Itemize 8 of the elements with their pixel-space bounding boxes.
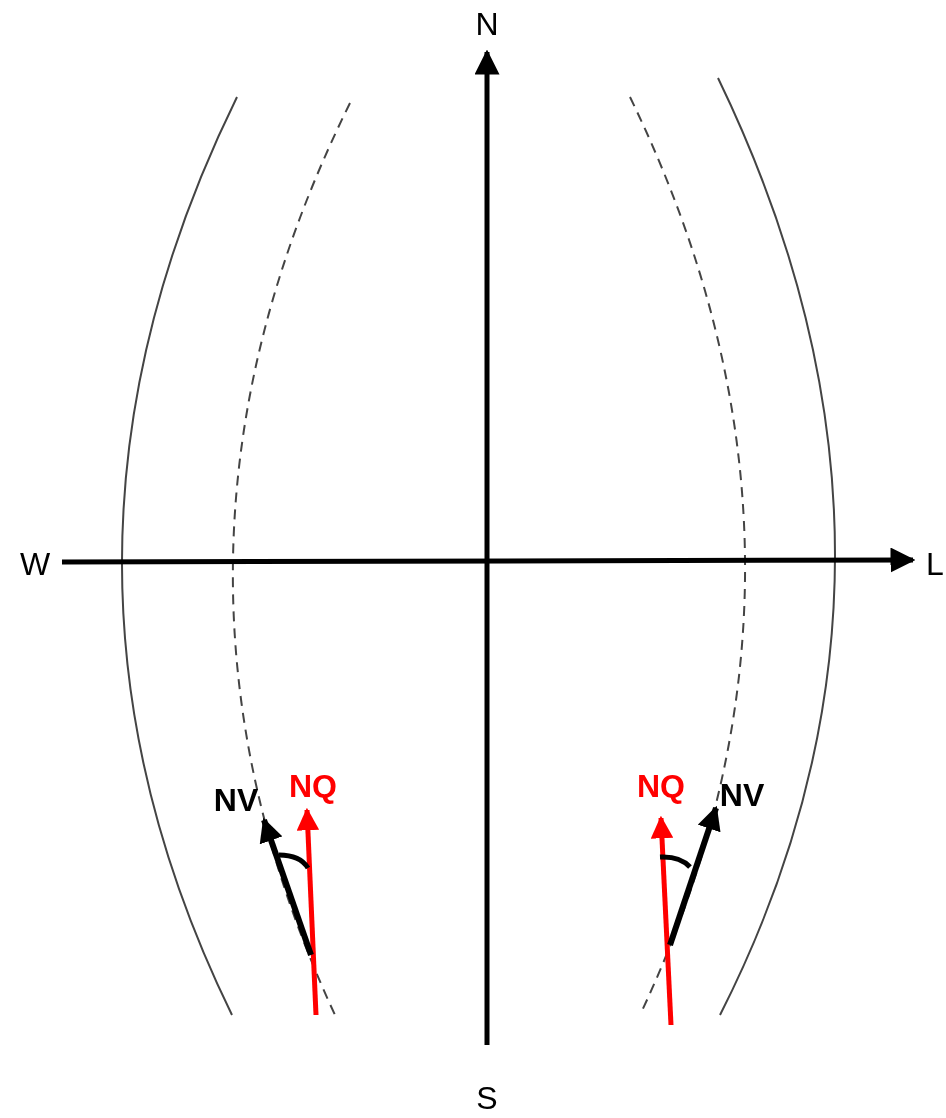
direction-label: S bbox=[476, 1082, 498, 1114]
direction-label: W bbox=[19, 548, 51, 580]
vector-label: NV bbox=[213, 784, 259, 816]
direction-label: L bbox=[926, 548, 944, 580]
direction-label: N bbox=[475, 8, 499, 40]
vector-label: NQ bbox=[637, 770, 685, 802]
vector-label: NV bbox=[719, 779, 765, 811]
vector-label: NQ bbox=[289, 770, 337, 802]
